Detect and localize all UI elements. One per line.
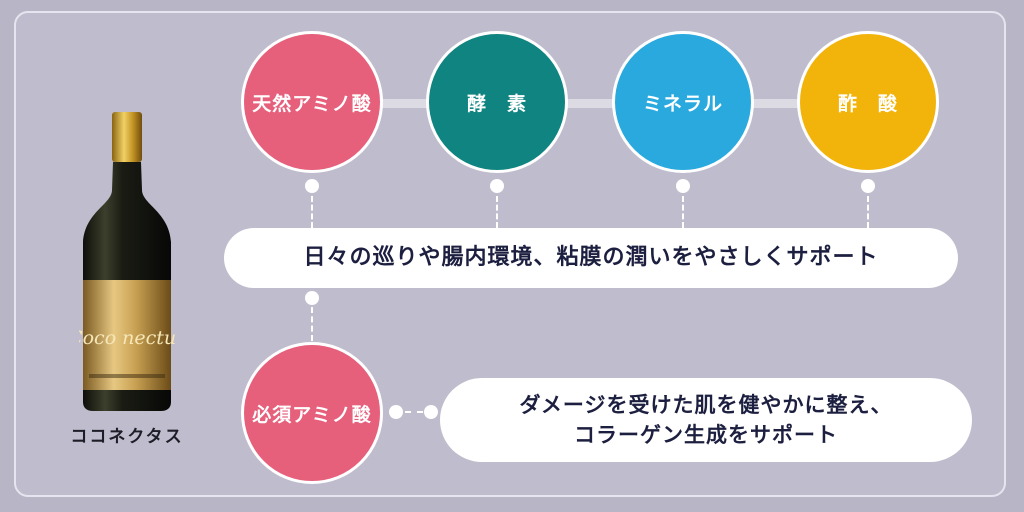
nutrient-circle-enzymes: 酵 素 xyxy=(426,31,568,173)
nutrient-circle-minerals: ミネラル xyxy=(612,31,754,173)
product-name: ココネクタス xyxy=(70,427,184,447)
connector-line xyxy=(320,99,880,108)
connector-dash xyxy=(311,307,313,341)
connector-dot xyxy=(424,405,438,419)
nutrient-circle-acetic-acid: 酢 酸 xyxy=(797,31,939,173)
nutrient-label: 天然アミノ酸 xyxy=(252,92,372,115)
nutrient-circle-natural-amino-acids: 天然アミノ酸 xyxy=(241,31,383,173)
connector-dash xyxy=(405,411,423,413)
connector-dot xyxy=(861,179,875,193)
benefit-skin-line2: コラーゲン生成をサポート xyxy=(574,423,838,447)
connector-dot xyxy=(490,179,504,193)
connector-dot xyxy=(676,179,690,193)
benefit-skin-pill: ダメージを受けた肌を健やかに整え、 コラーゲン生成をサポート xyxy=(440,378,972,462)
product-bottle-image: Coco nectus xyxy=(79,112,175,411)
essential-label: 必須アミノ酸 xyxy=(252,403,372,426)
essential-amino-acids-circle: 必須アミノ酸 xyxy=(241,342,383,484)
benefit-skin-line1: ダメージを受けた肌を健やかに整え、 xyxy=(519,393,893,417)
nutrient-label: 酵 素 xyxy=(466,92,527,115)
connector-dot xyxy=(389,405,403,419)
benefit-main-pill: 日々の巡りや腸内環境、粘膜の潤いをやさしくサポート xyxy=(224,228,958,288)
label-logo: Coco nectus xyxy=(79,327,175,349)
nutrient-label: 酢 酸 xyxy=(837,92,898,115)
connector-dash xyxy=(496,196,498,228)
connector-dot xyxy=(305,179,319,193)
connector-dash xyxy=(311,196,313,228)
connector-dash xyxy=(867,196,869,228)
connector-dot xyxy=(305,291,319,305)
nutrient-label: ミネラル xyxy=(642,92,723,115)
benefit-main-text: 日々の巡りや腸内環境、粘膜の潤いをやさしくサポート xyxy=(303,245,879,270)
connector-dash xyxy=(682,196,684,228)
